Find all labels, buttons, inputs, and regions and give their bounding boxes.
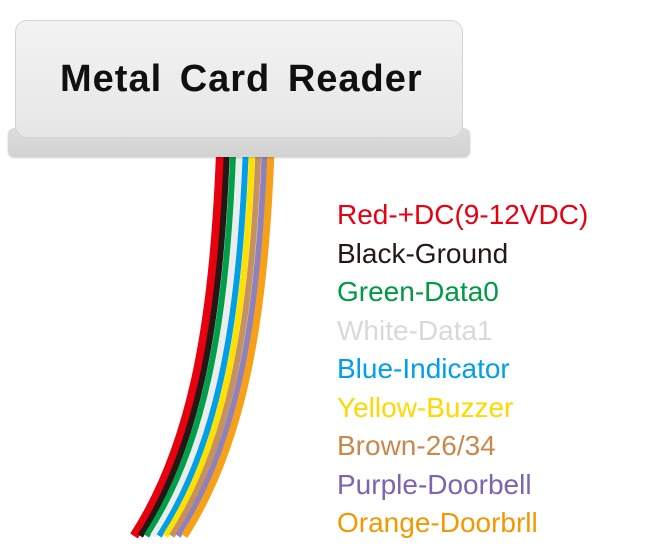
legend-item-orange: Orange-Doorbrll: [337, 507, 538, 538]
wire-orange: [181, 139, 275, 538]
device-title: Metal Card Reader: [60, 57, 423, 100]
wire-green: [144, 139, 237, 538]
legend-item-green: Green-Data0: [337, 276, 499, 307]
wire-purple: [175, 139, 269, 538]
wire-brown: [169, 139, 262, 538]
wire-white: [150, 139, 243, 538]
legend-item-purple: Purple-Doorbell: [337, 468, 532, 500]
legend-item-yellow: Yellow-Buzzer: [337, 391, 514, 423]
wire-black: [137, 139, 231, 538]
legend-item-black: Black-Ground: [337, 237, 509, 269]
legend-item-red: Red-+DC(9-12VDC): [337, 199, 589, 230]
wire-yellow: [162, 139, 256, 538]
wire-blue: [156, 139, 250, 538]
reader-body: Metal Card Reader: [15, 20, 463, 138]
legend-item-blue: Blue-Indicator: [337, 353, 510, 384]
legend-item-brown: Brown-26/34: [337, 430, 496, 461]
wire-red: [130, 139, 226, 539]
wire-legend: Red-+DC(9-12VDC) Black-Ground Green-Data…: [337, 196, 588, 543]
legend-item-white: White-Data1: [337, 314, 493, 346]
